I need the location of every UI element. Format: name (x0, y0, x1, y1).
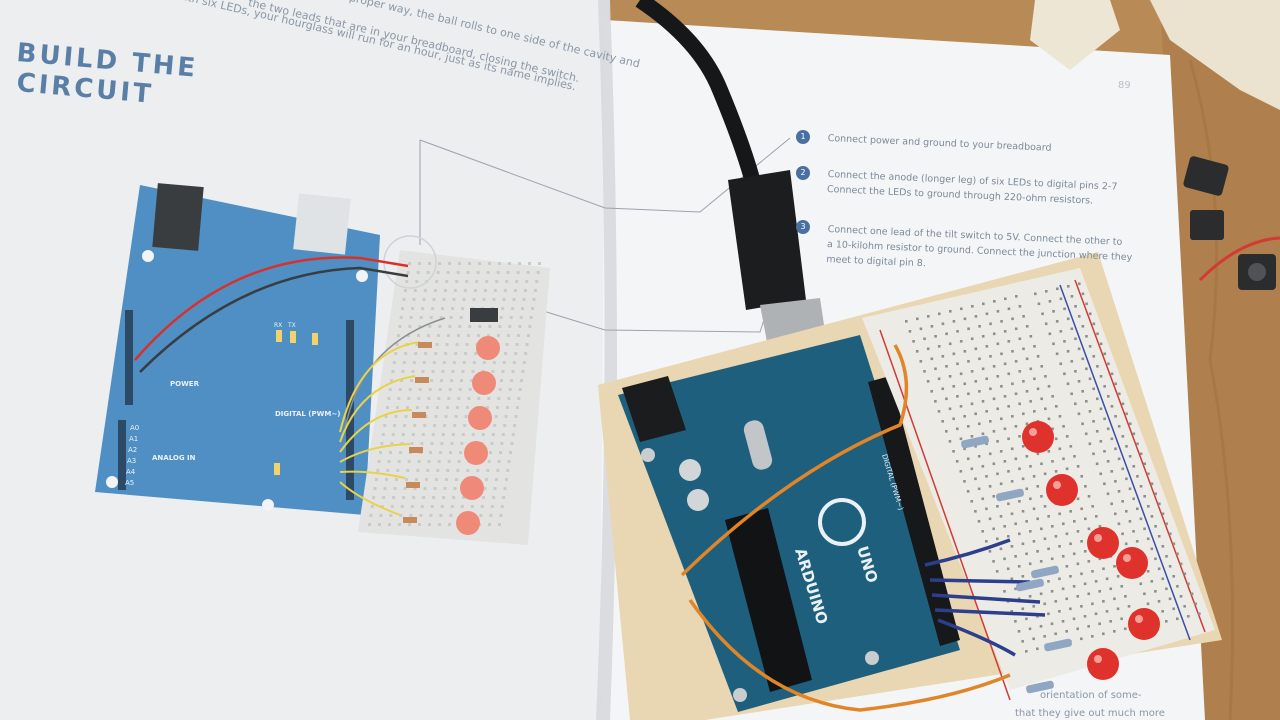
bottom-text-2: that they give out much more (1015, 708, 1165, 719)
diagram-resistor-icon (412, 412, 426, 418)
page-number: 89 (1118, 80, 1131, 91)
crystal (743, 420, 773, 470)
power-jack (622, 376, 686, 442)
breadboard (862, 268, 1215, 690)
diagram-resistor-icon (409, 447, 423, 453)
diagram-label-a3: A3 (127, 457, 136, 465)
wire-orange-power (680, 344, 909, 577)
led-icon (1116, 547, 1148, 579)
led-column (1022, 421, 1160, 680)
step-number-3: 3 (796, 220, 810, 234)
resistor-icon (996, 488, 1024, 502)
resistor-icon (1026, 680, 1054, 694)
wire-orange-ground (688, 598, 1011, 712)
diagram-resistor-icon (406, 482, 420, 488)
diagram-label-a4: A4 (126, 468, 136, 476)
diagram-wire-black (139, 266, 409, 373)
diagram-resistor-icon (403, 517, 417, 523)
loose-pushbutton (1183, 156, 1229, 196)
step-number-1: 1 (796, 130, 810, 144)
led-icon (1087, 648, 1119, 680)
mount-screw (733, 688, 747, 702)
diagram-led-icon (456, 511, 480, 535)
wires-blue-led (924, 538, 1046, 657)
resistor-column (961, 435, 1072, 694)
diagram-label-analog: ANALOG IN (152, 454, 196, 462)
component-tape (1150, 0, 1280, 110)
loose-pushbutton (1190, 210, 1224, 240)
diagram-label-rx: RX (274, 322, 282, 329)
diagram-led-column (456, 336, 500, 535)
usb-plug (728, 170, 806, 310)
capacitor-1 (679, 459, 701, 481)
led-icon (1022, 421, 1054, 453)
diagram-wire-red (134, 256, 409, 361)
diagram-led-icon (472, 371, 496, 395)
bottom-text-1: orientation of some- (1040, 690, 1142, 701)
resistor-icon (1016, 578, 1044, 592)
diagram-label-tx: TX (287, 322, 296, 329)
mount-screw (641, 448, 655, 462)
diagram-breadboard (358, 235, 550, 545)
resistor-icon (1044, 638, 1072, 652)
diagram-resistor-column (403, 342, 432, 523)
diagram-tilt-switch (470, 308, 498, 322)
diagram-resistor-icon (418, 342, 432, 348)
diagram-led-icon (464, 441, 488, 465)
diagram-label-a2: A2 (128, 446, 137, 454)
diagram-wires-yellow (339, 341, 421, 516)
diagram-label-a0: A0 (130, 424, 139, 432)
atmega-chip (725, 508, 812, 692)
usb-cable (635, 0, 763, 192)
led-icon (1128, 608, 1160, 640)
diagram-label-a5: A5 (125, 479, 134, 487)
diagram-arduino (95, 183, 380, 515)
loose-red-wire (1198, 236, 1280, 282)
diagram-label-digital: DIGITAL (PWM~) (275, 410, 340, 418)
diagram-label-a1: A1 (129, 435, 138, 443)
diagram-led-icon (468, 406, 492, 430)
step-number-2: 2 (796, 166, 810, 180)
mount-screw (865, 651, 879, 665)
led-icon (1046, 474, 1078, 506)
resistor-icon (1031, 565, 1059, 579)
resistor-icon (961, 435, 989, 449)
arduino-logo-icon (818, 498, 866, 546)
component-tape (1030, 0, 1120, 70)
capacitor-2 (687, 489, 709, 511)
diagram-resistor-icon (415, 377, 429, 383)
diagram-label-power: POWER (170, 380, 200, 388)
diagram-led-icon (476, 336, 500, 360)
led-icon (1087, 527, 1119, 559)
diagram-led-icon (460, 476, 484, 500)
